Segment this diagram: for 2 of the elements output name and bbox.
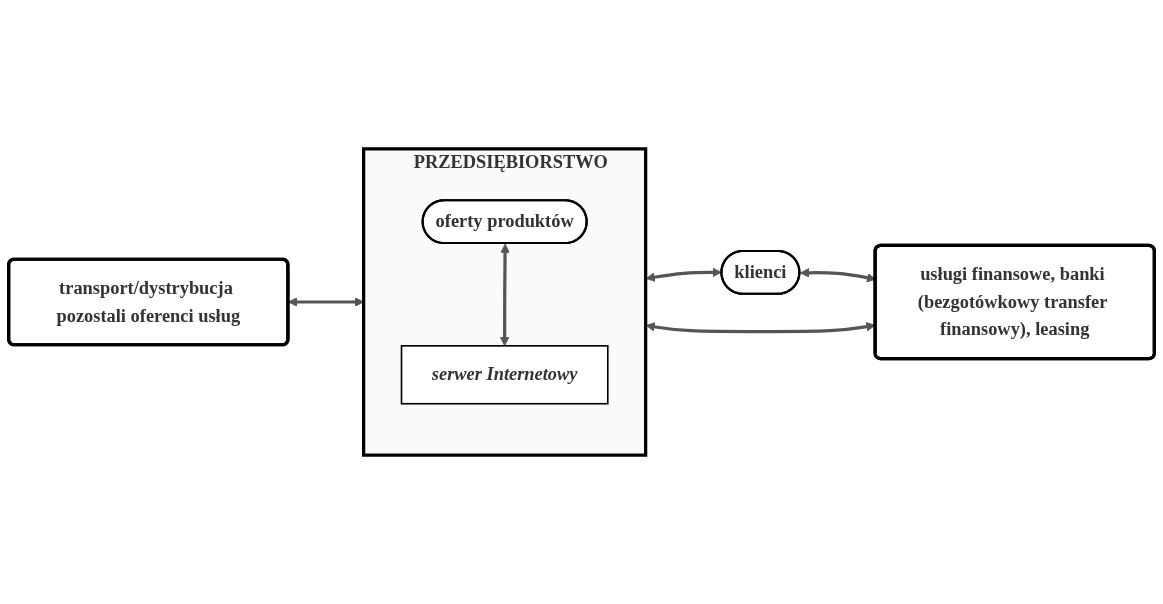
arrow <box>499 243 510 347</box>
node-box: serwer Internetowy <box>400 345 609 405</box>
